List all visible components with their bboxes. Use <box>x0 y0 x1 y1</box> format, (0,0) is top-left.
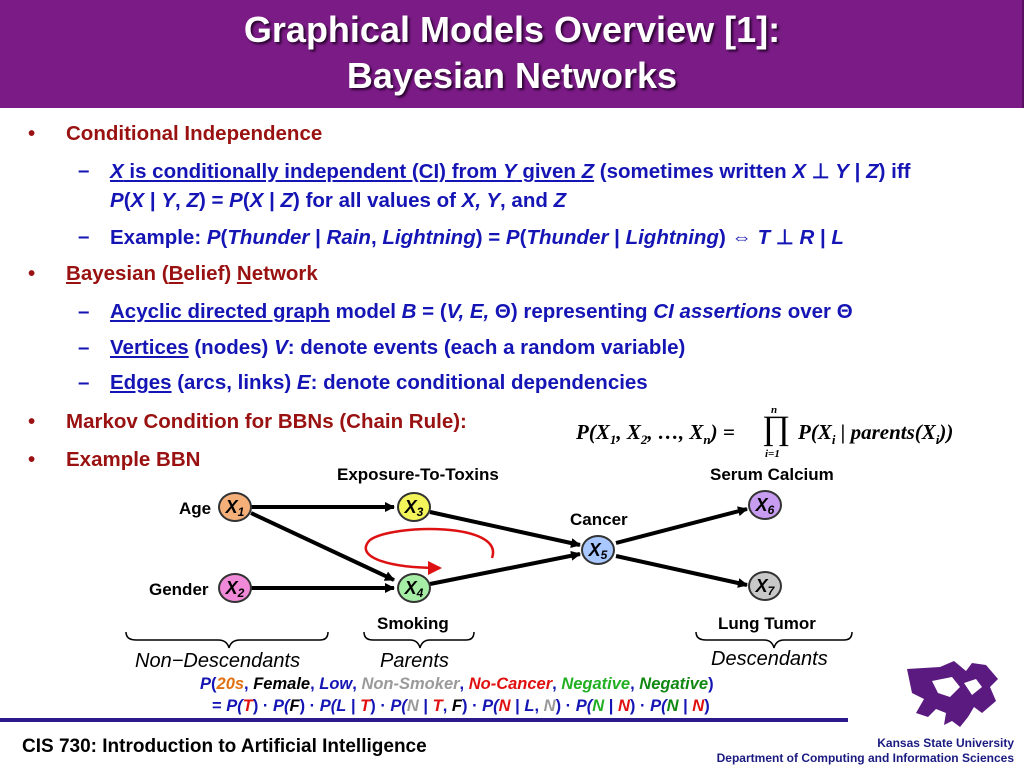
ci-example: Example: P(Thunder | Rain, Lightning) = … <box>110 226 844 249</box>
footer-university: Kansas State University <box>877 736 1014 750</box>
dash: – <box>78 159 90 182</box>
label-non-descendants: Non−Descendants <box>135 650 301 672</box>
ci-definition-line2: P(X | Y, Z) = P(X | Z) for all values of… <box>110 189 567 212</box>
label-gender: Gender <box>149 580 209 599</box>
markov-heading: Markov Condition for BBNs (Chain Rule): <box>66 410 467 433</box>
edge-x5-x7 <box>615 554 748 588</box>
label-smoking: Smoking <box>377 614 449 633</box>
label-parents: Parents <box>380 650 449 672</box>
example-heading: Example BBN <box>66 448 201 471</box>
label-descendants: Descendants <box>711 648 828 670</box>
ci-heading: Conditional Independence <box>66 122 323 145</box>
bullet-dot: • <box>28 122 36 145</box>
cycle-arrow-icon <box>364 527 495 575</box>
slide-title-line2: Bayesian Networks <box>346 55 678 96</box>
title-bar: Graphical Models Overview [1]: Bayesian … <box>0 0 1024 108</box>
label-cancer: Cancer <box>570 510 628 529</box>
footer-divider <box>0 718 848 722</box>
bn-heading: Bayesian (Belief) Network <box>66 262 318 285</box>
bn-item-graph: Acyclic directed graph model B = (V, E, … <box>110 300 853 323</box>
node-x1: X1 <box>218 492 252 522</box>
edge-x1-x4 <box>250 511 395 582</box>
query-line2: = P(T) · P(F) · P(L | T) · P(N | T, F) ·… <box>212 697 710 715</box>
brace-descendants <box>695 631 853 649</box>
dash: – <box>78 300 90 323</box>
edge-x4-x5 <box>429 550 581 586</box>
brace-parents <box>363 631 475 649</box>
node-x3: X3 <box>397 492 431 522</box>
node-x2: X2 <box>218 573 252 603</box>
node-x4: X4 <box>397 573 431 603</box>
label-exposure: Exposure-To-Toxins <box>337 465 499 484</box>
label-tumor: Lung Tumor <box>718 614 816 633</box>
ci-definition-line1: X is conditionally independent (CI) from… <box>110 160 911 183</box>
brace-nondescendants <box>125 631 329 649</box>
iff-icon: ⇔ <box>731 226 752 249</box>
node-x6: X6 <box>748 490 782 520</box>
product-icon: ∏ <box>762 410 790 447</box>
label-age: Age <box>179 499 212 518</box>
query-line1: P(20s, Female, Low, Non-Smoker, No-Cance… <box>200 675 714 693</box>
bn-item-edges: Edges (arcs, links) E: denote conditiona… <box>110 371 648 394</box>
dash: – <box>78 336 90 359</box>
edge-x3-x5 <box>429 510 581 548</box>
edge-x5-x6 <box>615 506 748 545</box>
slide-title-line1: Graphical Models Overview [1]: <box>243 9 781 50</box>
chain-rule-formula: P(X1, X2, …, Xn) = n ∏ i=1 P(Xi | parent… <box>576 404 954 460</box>
powercat-logo-icon <box>907 661 998 727</box>
footer-department: Department of Computing and Information … <box>716 751 1014 765</box>
footer-course: CIS 730: Introduction to Artificial Inte… <box>22 736 427 757</box>
bn-item-vertices: Vertices (nodes) V: denote events (each … <box>110 336 686 359</box>
dash: – <box>78 371 90 394</box>
bullet-dot: • <box>28 410 36 433</box>
dash: – <box>78 225 90 248</box>
node-x5: X5 <box>581 535 615 565</box>
label-serum: Serum Calcium <box>710 465 834 484</box>
bullet-dot: • <box>28 448 36 471</box>
node-x7: X7 <box>748 571 782 601</box>
bullet-dot: • <box>28 262 36 285</box>
